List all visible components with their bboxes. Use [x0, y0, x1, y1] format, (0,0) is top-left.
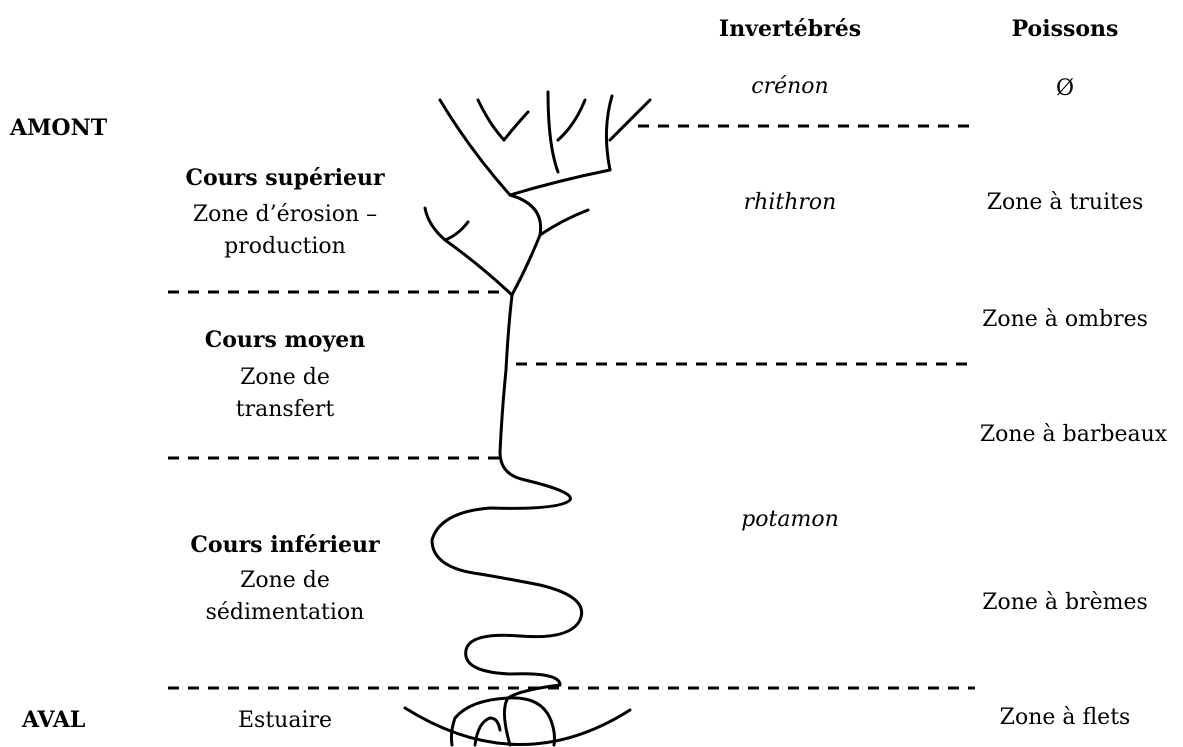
estuary-channel: [508, 698, 555, 745]
river-middle-course: [500, 295, 512, 452]
label-amont: AMONT: [10, 113, 107, 143]
section-inferieur-title: Cours inférieur: [160, 530, 410, 560]
river-tributary: [445, 222, 468, 240]
river-meanders: [432, 452, 582, 685]
zone-potamon: potamon: [710, 505, 870, 535]
river-upper-trunk: [510, 195, 541, 295]
header-poissons: Poissons: [990, 14, 1140, 44]
estuary-channel: [451, 698, 508, 745]
fish-zone-flets: Zone à flets: [960, 703, 1170, 733]
section-superieur-line1: Zone d’érosion –: [160, 200, 410, 230]
river-headwater-branch: [504, 112, 528, 140]
zone-rhithron: rhithron: [710, 188, 870, 218]
river-headwater-branch: [478, 100, 504, 140]
header-invertebres: Invertébrés: [710, 14, 870, 44]
river-headwater-branch: [440, 100, 510, 195]
label-aval: AVAL: [22, 705, 85, 735]
section-moyen-title: Cours moyen: [160, 325, 410, 355]
river-headwater-branch: [606, 96, 612, 170]
section-superieur-line2: production: [160, 232, 410, 262]
river-headwater-branch: [510, 170, 610, 195]
river-tributary: [540, 210, 588, 235]
zone-crenon: crénon: [710, 72, 870, 102]
fish-zone-none: Ø: [960, 74, 1170, 104]
estuary-coast: [405, 708, 630, 745]
section-superieur-title: Cours supérieur: [160, 163, 410, 193]
fish-zone-bremes: Zone à brèmes: [960, 588, 1170, 618]
section-estuaire: Estuaire: [160, 706, 410, 736]
section-inferieur-line1: Zone de: [160, 566, 410, 596]
section-inferieur-line2: sédimentation: [160, 598, 410, 628]
fish-zone-truites: Zone à truites: [960, 188, 1170, 218]
river-headwater-branch: [610, 100, 650, 140]
fish-zone-ombres: Zone à ombres: [960, 305, 1170, 335]
estuary-channel: [504, 685, 560, 745]
section-moyen-line2: transfert: [160, 395, 410, 425]
section-moyen-line1: Zone de: [160, 363, 410, 393]
fish-zone-barbeaux: Zone à barbeaux: [966, 420, 1181, 450]
river-headwater-branch: [548, 92, 558, 172]
river-headwater-branch: [558, 100, 585, 140]
